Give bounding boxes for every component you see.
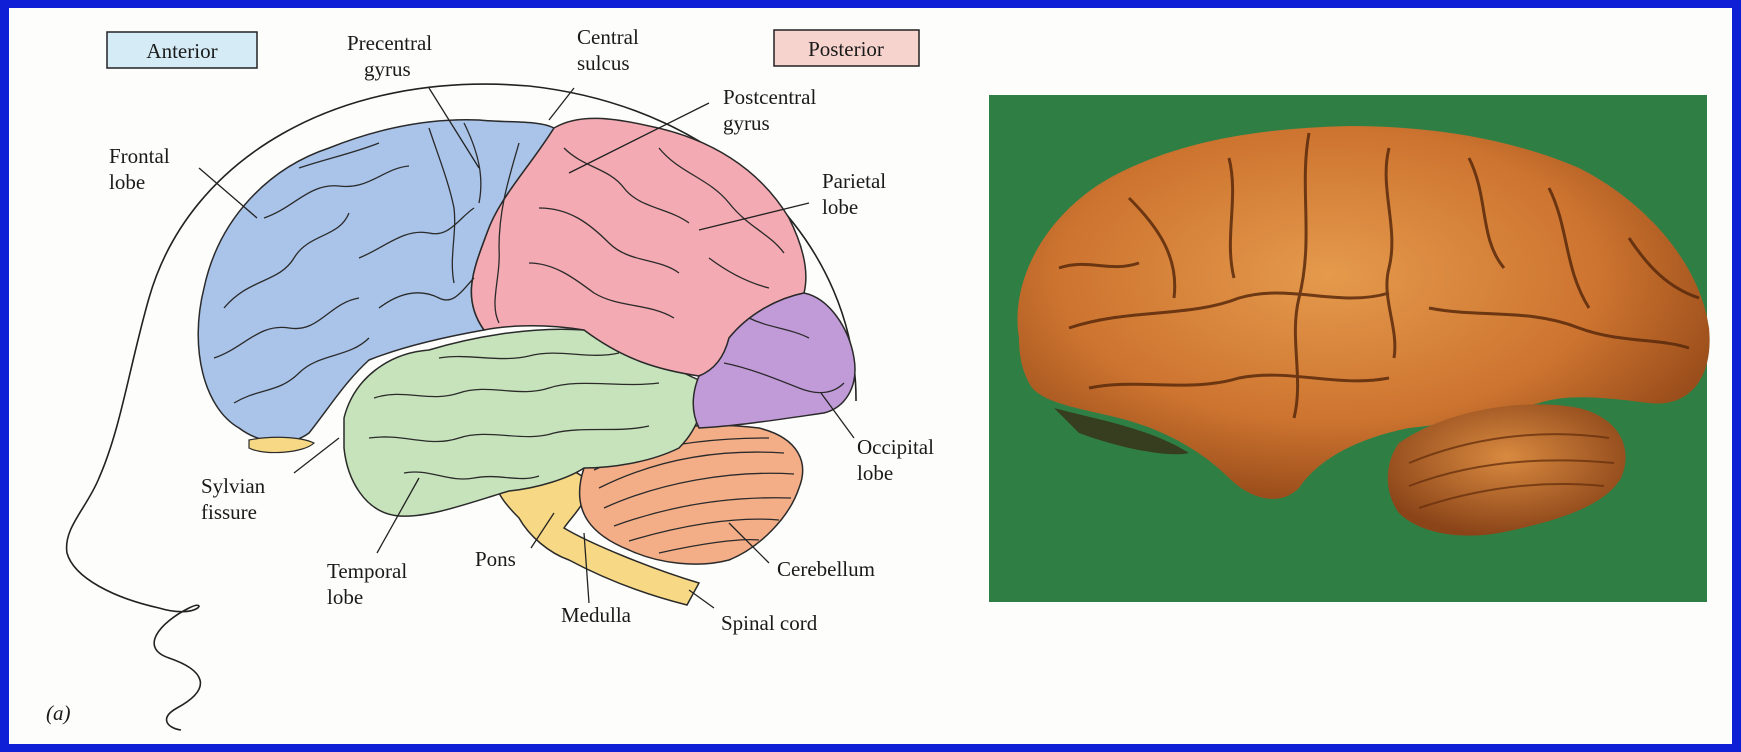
anterior-tag: Anterior — [146, 39, 217, 63]
label-temporal-lobe: Temporal lobe — [327, 559, 412, 609]
brain-figure: Anterior Posterior Precentral gyrus Cent… — [9, 8, 1732, 744]
label-occipital-lobe: Occipital lobe — [857, 435, 939, 485]
label-precentral-gyrus: Precentral gyrus — [347, 31, 437, 81]
brain-photo — [989, 95, 1710, 602]
label-frontal-lobe: Frontal lobe — [109, 144, 175, 194]
label-cerebellum: Cerebellum — [777, 557, 875, 581]
label-postcentral-gyrus: Postcentral gyrus — [723, 85, 822, 135]
label-parietal-lobe: Parietal lobe — [822, 169, 891, 219]
label-central-sulcus: Central sulcus — [577, 25, 644, 75]
label-pons: Pons — [475, 547, 516, 571]
label-medulla: Medulla — [561, 603, 632, 627]
orbital-region — [249, 437, 314, 452]
posterior-tag: Posterior — [808, 37, 884, 61]
label-sylvian-fissure: Sylvian fissure — [201, 474, 270, 524]
figure-panel: Anterior Posterior Precentral gyrus Cent… — [9, 8, 1732, 744]
figure-label: (a) — [46, 701, 71, 725]
label-spinal-cord: Spinal cord — [721, 611, 818, 635]
